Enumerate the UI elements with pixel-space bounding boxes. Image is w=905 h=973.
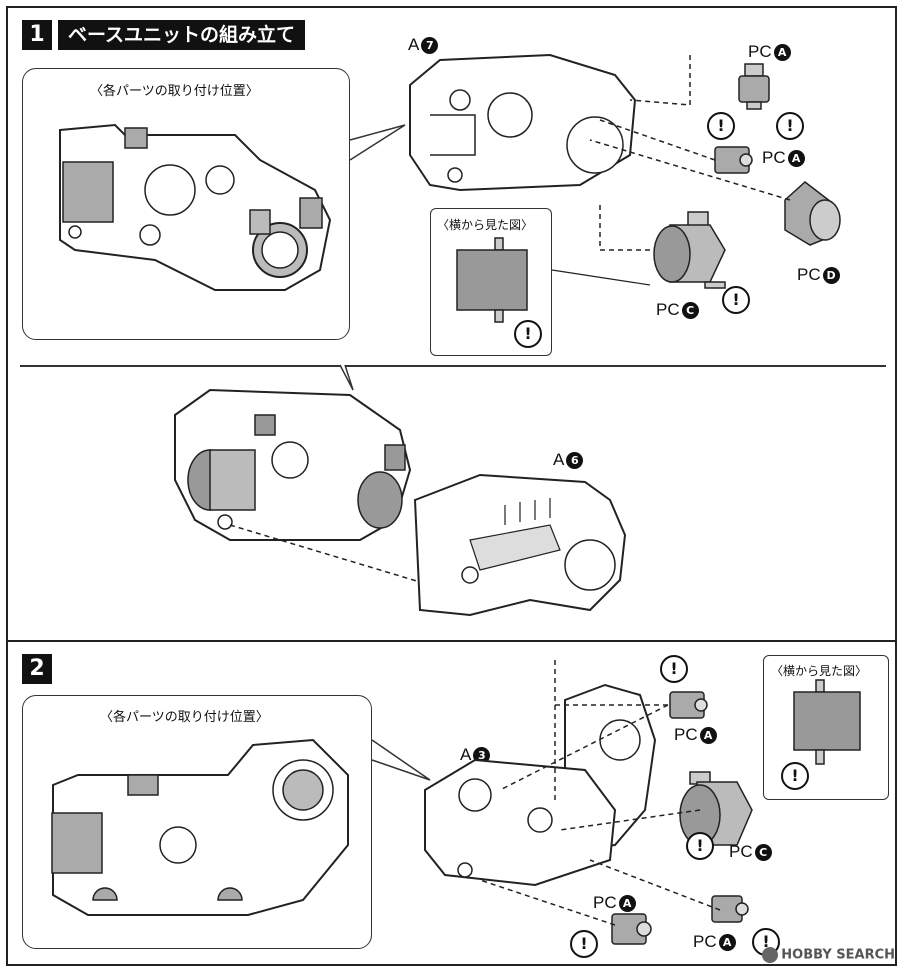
step-1-side-view-diagram xyxy=(456,237,528,323)
pc-a-peg-2-illustration xyxy=(714,146,753,174)
step-2-number: 2 xyxy=(22,654,52,684)
pc-c-illustration xyxy=(653,211,726,289)
warning-icon: ! xyxy=(686,832,714,860)
step-1-side-view-title: 〈横から見た図〉 xyxy=(437,218,534,232)
part-a7-illustration xyxy=(409,53,637,192)
step-1-title: ベースユニットの組み立て xyxy=(58,20,306,50)
warning-icon: ! xyxy=(781,762,809,790)
warning-icon: ! xyxy=(707,112,735,140)
pc-d-illustration xyxy=(784,181,841,246)
step-1-number: 1 xyxy=(22,20,52,50)
pc-c-2-illustration xyxy=(679,771,753,846)
warning-icon: ! xyxy=(570,930,598,958)
part-a3-illustration xyxy=(424,683,657,887)
part-a6-illustration xyxy=(413,473,627,617)
step-1-callout-title: 〈各パーツの取り付け位置〉 xyxy=(90,84,259,99)
pc-a-peg-4-illustration xyxy=(611,913,652,945)
step-2-side-view-diagram xyxy=(793,679,861,765)
watermark-text: HOBBY SEARCH xyxy=(781,947,895,963)
step-2-callout-title: 〈各パーツの取り付け位置〉 xyxy=(100,710,269,725)
watermark: HOBBY SEARCH xyxy=(762,947,895,963)
warning-icon: ! xyxy=(722,286,750,314)
hobby-search-logo-icon xyxy=(762,947,779,963)
sub-divider xyxy=(20,365,886,367)
step-2-side-view-title: 〈横から見た図〉 xyxy=(771,664,868,678)
pc-a-peg-3-illustration xyxy=(669,691,708,719)
pc-a-peg-1-illustration xyxy=(738,63,770,110)
warning-icon: ! xyxy=(514,320,542,348)
warning-icon: ! xyxy=(776,112,804,140)
manual-frame xyxy=(6,6,897,966)
step-divider xyxy=(6,640,897,642)
pc-a-peg-5-illustration xyxy=(711,895,749,923)
warning-icon: ! xyxy=(660,655,688,683)
step-1-layout-illustration xyxy=(59,123,332,291)
step-2-layout-illustration xyxy=(51,738,349,916)
